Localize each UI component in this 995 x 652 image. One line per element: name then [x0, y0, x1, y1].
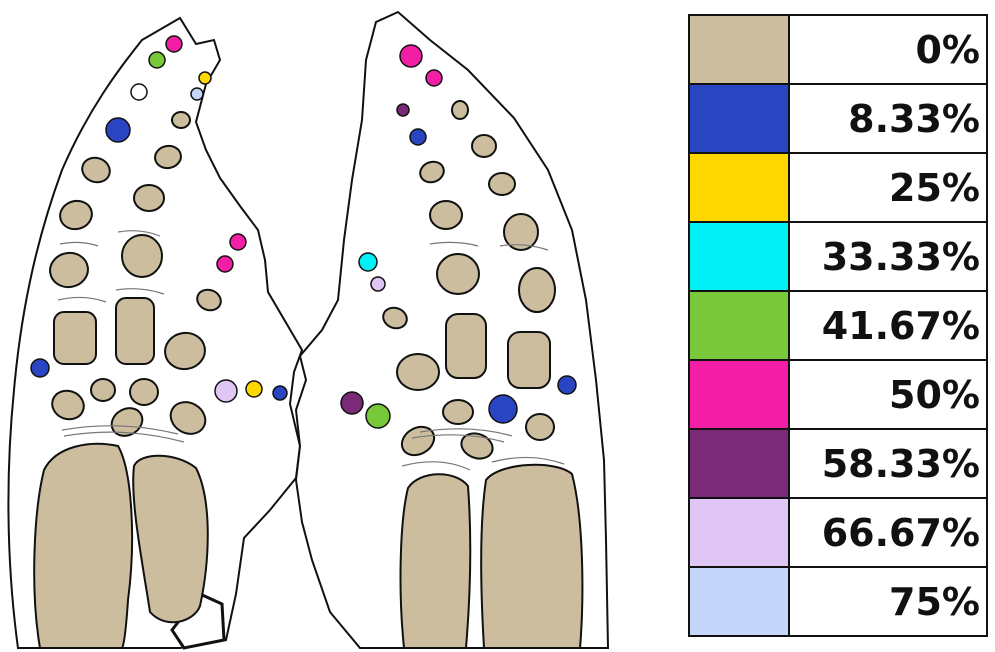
legend-label: 25% — [789, 153, 987, 222]
tan-spot — [172, 112, 190, 128]
tan-spot — [519, 268, 555, 312]
legend-row: 33.33% — [689, 222, 987, 291]
tan-spot — [437, 254, 479, 294]
pale-blue-marker — [191, 88, 203, 100]
legend-swatch — [689, 222, 789, 291]
green-marker — [366, 404, 390, 428]
legend-label: 33.33% — [789, 222, 987, 291]
cyan-marker — [359, 253, 377, 271]
legend-label: 50% — [789, 360, 987, 429]
tan-spot — [452, 101, 468, 119]
tan-spot — [526, 414, 554, 440]
tan-spot — [116, 298, 154, 364]
legend-label: 0% — [789, 15, 987, 84]
legend-row: 41.67% — [689, 291, 987, 360]
tan-region — [481, 465, 582, 648]
tan-spot — [508, 332, 550, 388]
legend-label: 75% — [789, 567, 987, 636]
magenta-marker — [217, 256, 233, 272]
tan-spot — [443, 400, 473, 424]
legend-row: 25% — [689, 153, 987, 222]
legend-swatch — [689, 567, 789, 636]
green-marker — [149, 52, 165, 68]
tan-spot — [472, 135, 496, 157]
tan-spot — [446, 314, 486, 378]
legend-row: 0% — [689, 15, 987, 84]
lavender-marker — [371, 277, 385, 291]
legend-swatch — [689, 84, 789, 153]
blue-marker — [489, 395, 517, 423]
lavender-marker — [215, 380, 237, 402]
blue-marker — [410, 129, 426, 145]
legend: 0%8.33%25%33.33%41.67%50%58.33%66.67%75% — [688, 14, 988, 637]
legend-row: 58.33% — [689, 429, 987, 498]
purple-marker — [397, 104, 409, 116]
tan-spot — [430, 201, 462, 229]
magenta-marker — [426, 70, 442, 86]
blue-marker — [273, 386, 287, 400]
legend-row: 50% — [689, 360, 987, 429]
legend-label: 41.67% — [789, 291, 987, 360]
tan-spot — [122, 235, 162, 277]
legend-label: 66.67% — [789, 498, 987, 567]
tan-spot — [91, 379, 115, 401]
tan-spot — [397, 354, 439, 390]
yellow-marker — [246, 381, 262, 397]
cyan-marker — [387, 81, 397, 91]
legend-row: 8.33% — [689, 84, 987, 153]
legend-swatch — [689, 153, 789, 222]
magenta-marker — [166, 36, 182, 52]
legend-row: 66.67% — [689, 498, 987, 567]
legend-label: 8.33% — [789, 84, 987, 153]
magenta-marker — [230, 234, 246, 250]
legend-swatch — [689, 360, 789, 429]
tan-spot — [134, 185, 164, 211]
tan-spot — [130, 379, 158, 405]
yellow-marker — [199, 72, 211, 84]
legend-swatch — [689, 498, 789, 567]
blue-marker — [558, 376, 576, 394]
legend-label: 58.33% — [789, 429, 987, 498]
white-marker — [131, 84, 147, 100]
tan-region — [34, 444, 132, 648]
lung-lobes-diagram — [0, 0, 680, 652]
blue-marker — [31, 359, 49, 377]
legend-swatch — [689, 429, 789, 498]
purple-marker — [341, 392, 363, 414]
legend-swatch — [689, 291, 789, 360]
legend-row: 75% — [689, 567, 987, 636]
tan-spot — [54, 312, 96, 364]
blue-marker — [106, 118, 130, 142]
tan-region — [401, 474, 471, 648]
tan-spot — [489, 173, 515, 195]
legend-swatch — [689, 15, 789, 84]
magenta-marker — [400, 45, 422, 67]
